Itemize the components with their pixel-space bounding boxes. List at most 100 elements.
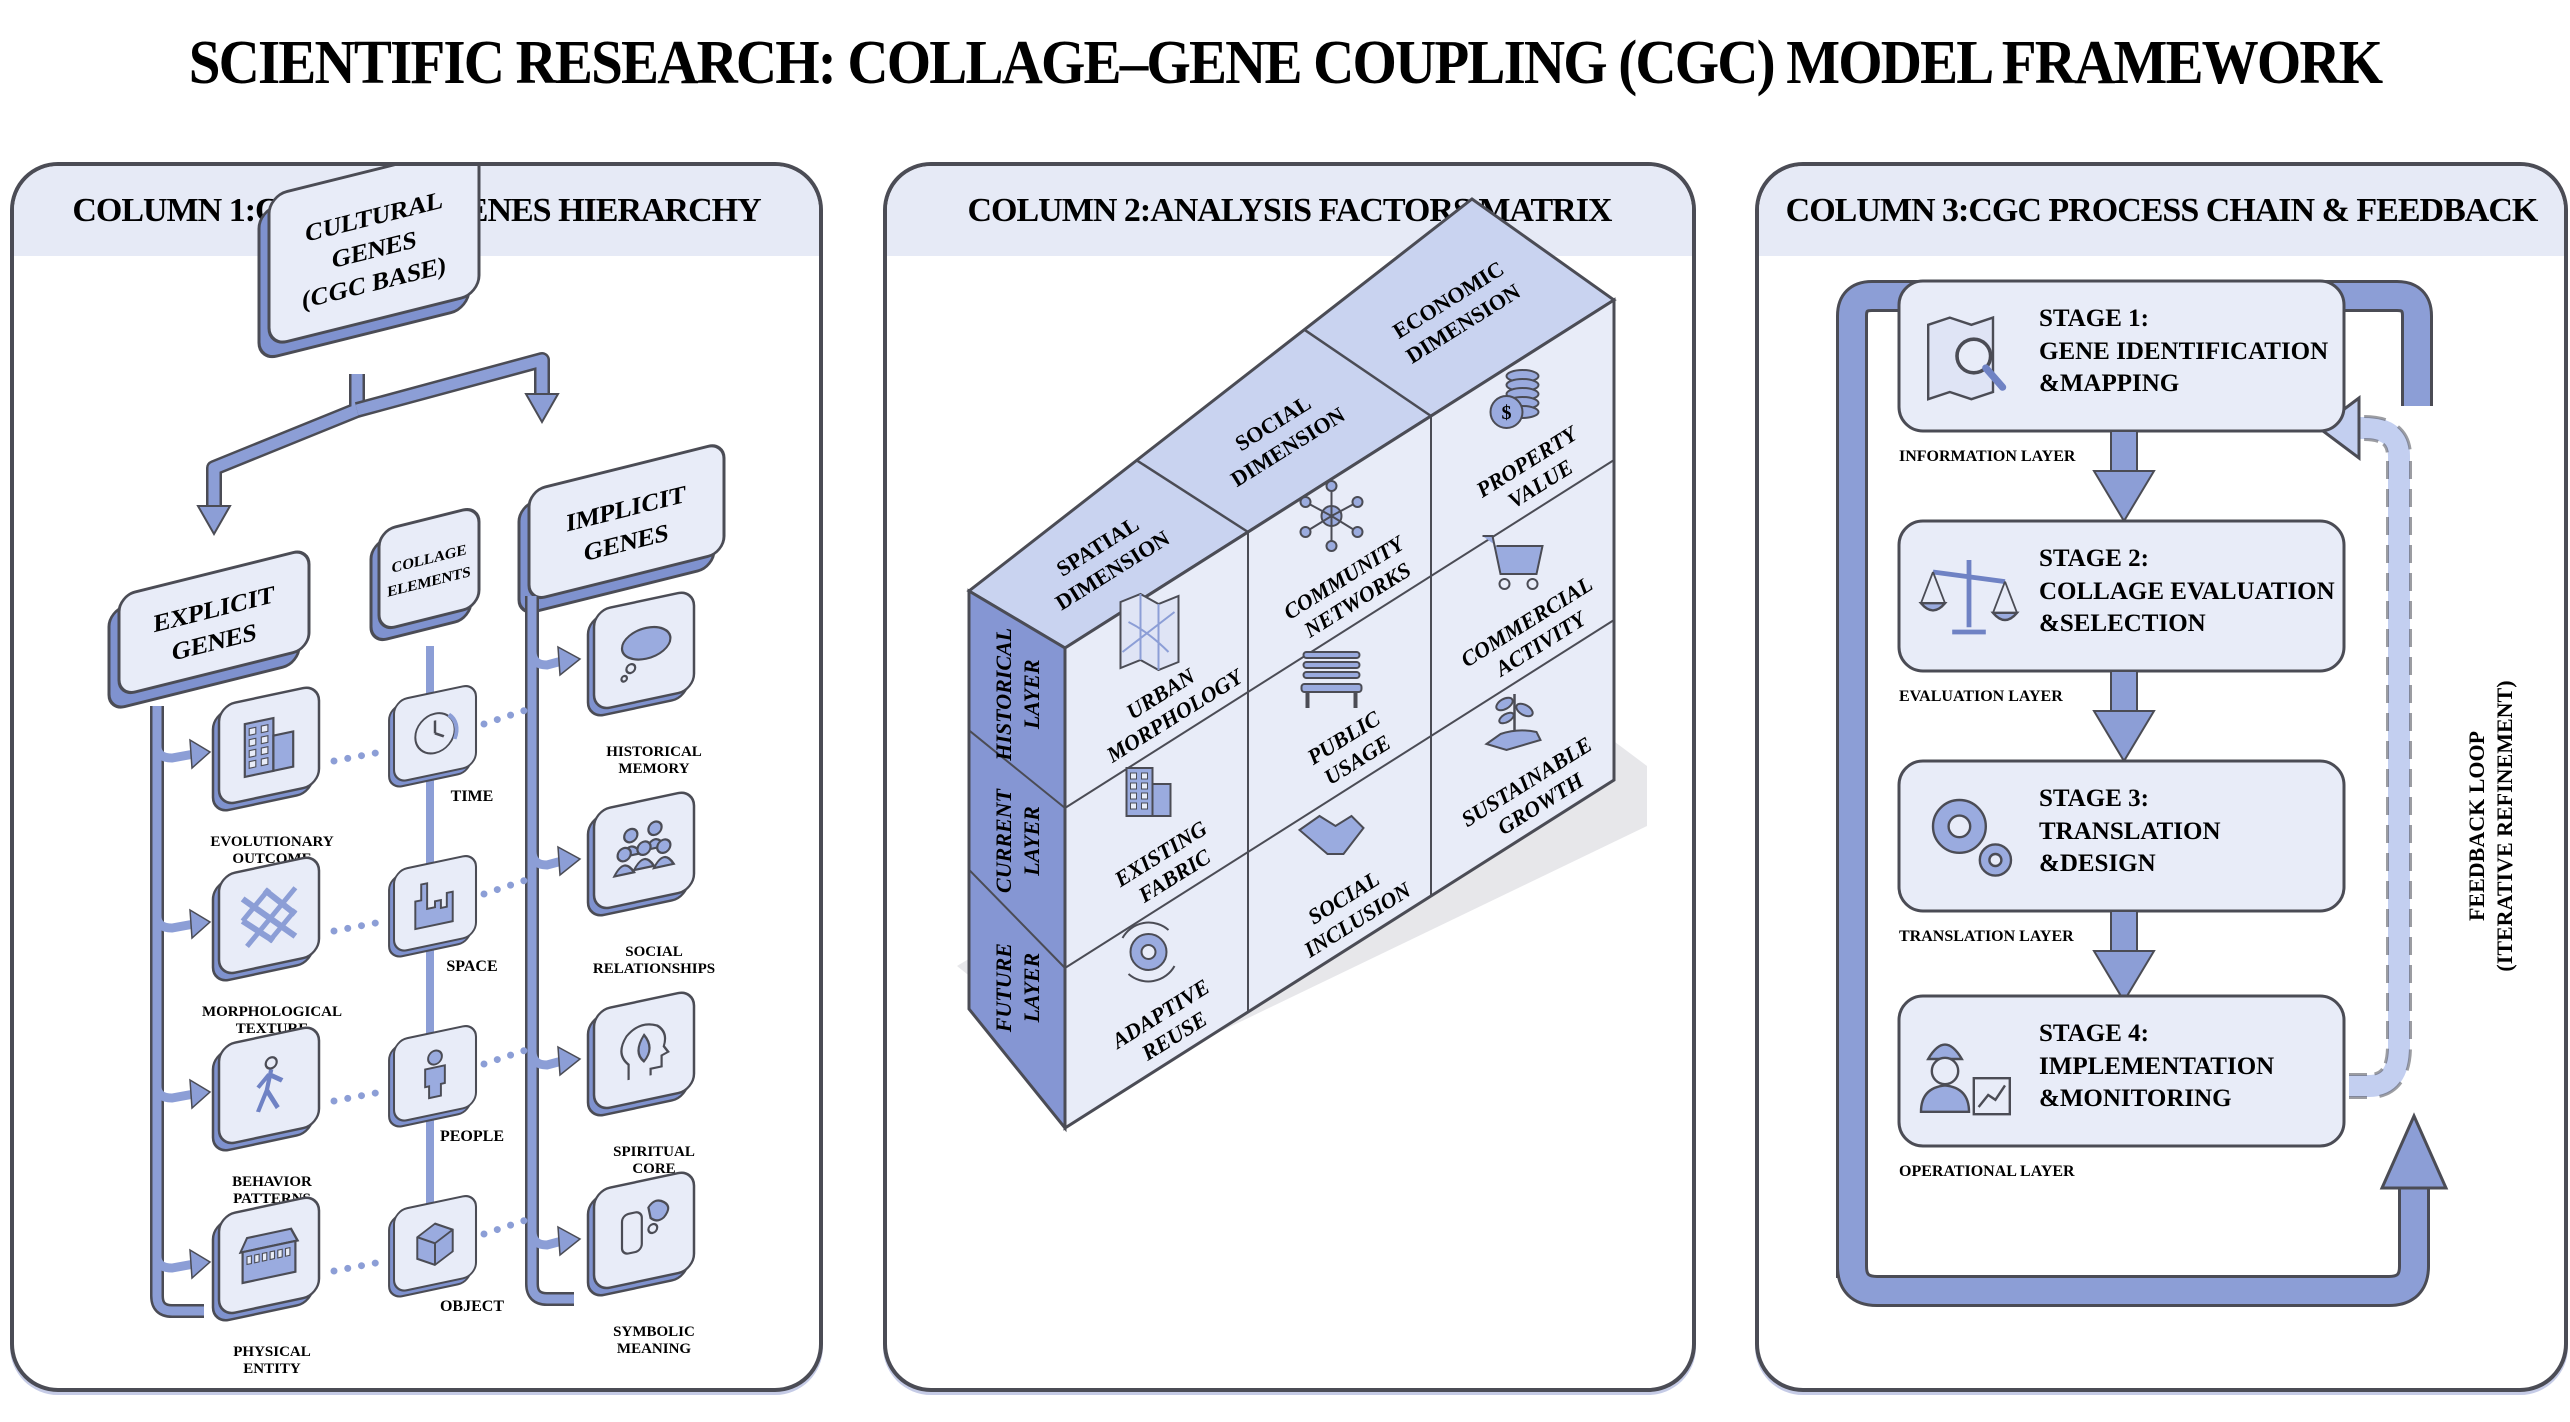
stage-title: STAGE 4: (2039, 1020, 2149, 1047)
stage-name-line1: GENE IDENTIFICATION (2039, 338, 2328, 365)
map-icon (1119, 592, 1180, 672)
arrow-right-icon (189, 738, 212, 770)
temple-icon (238, 1227, 300, 1285)
stage-name-line1: IMPLEMENTATION (2039, 1053, 2274, 1080)
building-icon (1125, 767, 1172, 817)
implicit-item-label-line2: MEMORY (618, 761, 689, 777)
stage-name-line1: COLLAGE EVALUATION (2039, 578, 2335, 605)
flow-arrow-shaft (2110, 670, 2138, 717)
flow-arrow-shaft (2110, 430, 2138, 477)
stage-name-line2: &MAPPING (2039, 370, 2179, 397)
implicit-item-label-line1: SPIRITUAL (613, 1144, 695, 1160)
worker-chart-icon (1919, 1043, 2012, 1116)
page-title: SCIENTIFIC RESEARCH: COLLAGE–GENE COUPLI… (188, 29, 2383, 97)
arrow-right-icon (557, 1045, 582, 1077)
layer-label-line1: FUTURE (991, 943, 1016, 1033)
collage-item-label: PEOPLE (440, 1128, 504, 1145)
explicit-item-label-line1: BEHAVIOR (232, 1174, 312, 1190)
collage-item-label: TIME (451, 788, 494, 805)
map-search-icon (1926, 315, 2007, 401)
explicit-trunk (150, 706, 204, 1318)
explicit-item-label-line2: ENTITY (243, 1361, 301, 1377)
svg-text:$: $ (1502, 402, 1512, 424)
layer-label-line2: LAYER (1019, 953, 1044, 1024)
arrow-right-icon (557, 645, 582, 677)
flow-arrow-down-icon (2092, 710, 2156, 763)
layer-label-line2: LAYER (1019, 806, 1044, 877)
stage-title: STAGE 2: (2039, 545, 2149, 572)
arrow-right-icon (189, 908, 212, 940)
cube-icon (416, 1222, 454, 1267)
explicit-item-tile (211, 853, 321, 985)
panel-analysis-factors-matrix: COLUMN 2:ANALYSIS FACTORS MATRIX SPATIAL… (883, 162, 1696, 1392)
implicit-item-tile (586, 1168, 696, 1300)
feedback-loop-arrow (2316, 395, 2412, 1099)
head-flame-icon (620, 1023, 670, 1081)
layer-caption: EVALUATION LAYER (1899, 688, 2063, 705)
collage-elements-node: COLLAGE ELEMENTS (369, 508, 481, 642)
stage-name-line2: &SELECTION (2039, 610, 2206, 637)
layer-label-line1: CURRENT (991, 787, 1016, 892)
arrow-right-icon (189, 1078, 212, 1110)
collage-item-tile (388, 1022, 478, 1131)
arrow-right-icon (189, 1248, 212, 1280)
coins-icon: $ (1489, 369, 1540, 429)
process-chain-diagram: FEEDBACK LOOP (ITERATIVE REFINEMENT) STA… (1836, 279, 2517, 1307)
collage-item-label: SPACE (446, 958, 497, 975)
layer-caption: OPERATIONAL LAYER (1899, 1163, 2075, 1180)
matrix-cube: SPATIALDIMENSIONSOCIALDIMENSIONECONOMICD… (957, 197, 1647, 1133)
collage-item-tile (388, 682, 478, 791)
walking-person-icon (255, 1056, 284, 1113)
layer-caption: TRANSLATION LAYER (1899, 928, 2074, 945)
arrow-to-explicit (196, 505, 232, 537)
explicit-item-tile (211, 1193, 321, 1325)
implicit-item-label-line1: SOCIAL (625, 944, 683, 960)
person-icon (424, 1049, 446, 1100)
arrow-right-icon (557, 845, 582, 877)
handshake-icon (1297, 814, 1365, 855)
collage-item-tile (388, 1192, 478, 1301)
explicit-item-tile (211, 683, 321, 815)
symbol-figure-icon (620, 1199, 670, 1255)
stage-box: STAGE 4: IMPLEMENTATION&MONITORING OPERATI… (1897, 994, 2346, 1180)
scales-icon (1918, 559, 2020, 635)
collage-item-tile (388, 852, 478, 961)
panel-cultural-genes-hierarchy: COLUMN 1:CULTURAL GENES HIERARCHY CULTUR… (10, 162, 823, 1392)
flow-arrow-down-icon (2092, 470, 2156, 523)
collage-item-label: OBJECT (440, 1298, 504, 1315)
explicit-genes-node: EXPLICIT GENES (107, 550, 311, 709)
arrow-to-implicit (524, 393, 560, 425)
bench-icon (1300, 651, 1363, 708)
feedback-label-line2: (ITERATIVE REFINEMENT) (2492, 680, 2517, 971)
explicit-item-label-line1: PHYSICAL (233, 1344, 311, 1360)
cube-left-face (967, 588, 1067, 1133)
feedback-label: FEEDBACK LOOP (ITERATIVE REFINEMENT) (2464, 680, 2517, 971)
implicit-item-label-line2: RELATIONSHIPS (593, 961, 715, 977)
flow-arrow-shaft (2110, 910, 2138, 957)
panel-header: COLUMN 3:CGC PROCESS CHAIN & FEEDBACK (1759, 166, 2564, 256)
stage-name-line2: &MONITORING (2039, 1085, 2232, 1112)
flow-arrow-down-icon (2092, 950, 2156, 1003)
implicit-item-label-line2: MEANING (617, 1341, 691, 1357)
hierarchy-diagram: CULTURAL GENES (CGC BASE) EXPLICIT GENES… (107, 166, 726, 1377)
implicit-trunk (525, 596, 574, 1306)
thought-cloud-icon (620, 625, 672, 683)
layer-caption: INFORMATION LAYER (1899, 448, 2076, 465)
stage-title: STAGE 1: (2039, 305, 2149, 332)
feedback-label-line1: FEEDBACK LOOP (2464, 731, 2489, 921)
implicit-genes-node: IMPLICIT GENES (517, 444, 726, 614)
implicit-item-tile (586, 588, 696, 720)
gear-cycle-icon (1121, 921, 1176, 983)
stage-name-line1: TRANSLATION (2039, 818, 2221, 845)
outer-loop-arrowhead (2379, 1112, 2449, 1190)
explicit-item-tile (211, 1023, 321, 1155)
street-grid-icon (240, 886, 298, 948)
